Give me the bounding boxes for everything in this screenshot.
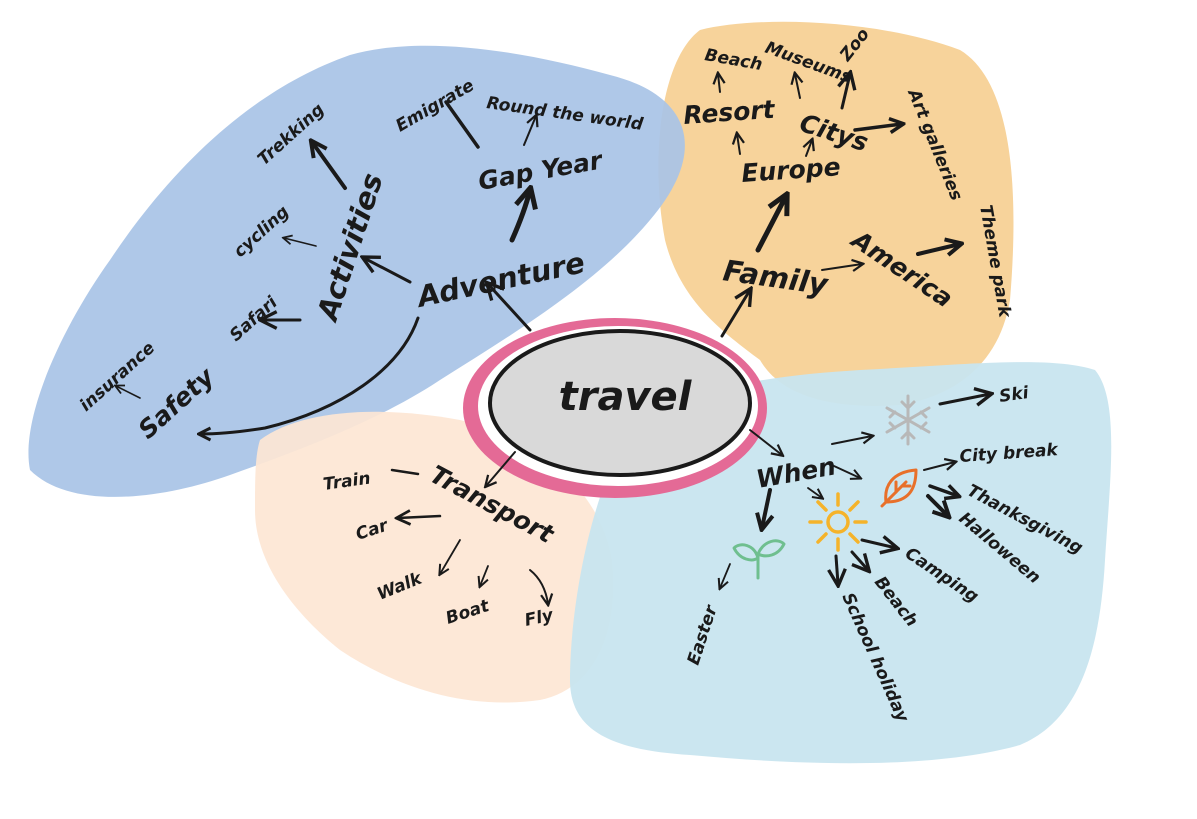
node-resort[interactable]: Resort	[682, 95, 776, 130]
arrow-activities-trekking	[312, 142, 347, 190]
arrow-center-family	[720, 290, 750, 338]
arrow-family-america	[821, 264, 862, 270]
center-ellipse	[488, 329, 752, 477]
arrow-when-autumn	[833, 465, 860, 478]
arrow-gapyear-roundworld	[523, 116, 536, 146]
arrow-europe-citys	[806, 140, 812, 157]
arrow-center-when	[749, 429, 782, 455]
arrow-when-spring	[762, 488, 770, 528]
center-label: travel	[559, 374, 693, 420]
arrow-when-summer	[807, 487, 822, 498]
arrow-summer-beach	[850, 550, 868, 570]
arrow-autumn-thanksgiving	[928, 486, 958, 496]
arrow-america-themepark	[916, 244, 960, 254]
arrow-when-winter	[831, 436, 872, 445]
arrow-adventure-safety	[200, 316, 420, 434]
arrow-winter-ski	[938, 394, 990, 404]
arrow-transport-car	[398, 516, 442, 518]
arrow-transport-fly	[529, 569, 548, 604]
arrow-summer-camping	[860, 540, 896, 548]
arrow-center-adventure	[488, 284, 532, 332]
arrow-transport-boat	[480, 565, 489, 586]
connectors	[116, 74, 990, 604]
arrow-citys-zoo	[842, 74, 850, 110]
arrow-europe-resort	[737, 134, 740, 155]
snowflake-icon	[885, 394, 931, 446]
arrow-adventure-activities	[364, 258, 412, 284]
arrow-activities-cycling	[284, 238, 317, 247]
arrow-transport-walk	[440, 539, 461, 574]
arrow-autumn-citybreak	[923, 462, 955, 471]
arrow-summer-schoolholiday	[836, 554, 838, 584]
arrow-adventure-gapyear	[509, 190, 530, 243]
transport-region	[255, 411, 614, 703]
arrow-spring-easter	[720, 563, 731, 588]
arrow-transport-train	[390, 468, 420, 476]
center-node[interactable]: travel	[463, 318, 767, 498]
family-region	[658, 21, 1014, 406]
arrow-safety-insurance	[116, 386, 141, 399]
sun-icon	[808, 492, 868, 552]
arrow-autumn-halloween	[926, 494, 948, 516]
arrow-gapyear-emigrate	[444, 100, 480, 149]
arrow-citys-museums	[795, 74, 800, 99]
node-ski[interactable]: Ski	[998, 383, 1031, 407]
adventure-region	[28, 45, 685, 497]
autumn-leaf-icon	[880, 468, 918, 508]
arrow-citys-artgalleries	[853, 124, 902, 130]
sprout-icon	[732, 539, 786, 580]
node-europe[interactable]: Europe	[740, 152, 841, 188]
arrow-center-transport	[486, 451, 516, 486]
arrow-resort-beach	[718, 74, 720, 93]
arrow-family-europe	[755, 196, 786, 253]
